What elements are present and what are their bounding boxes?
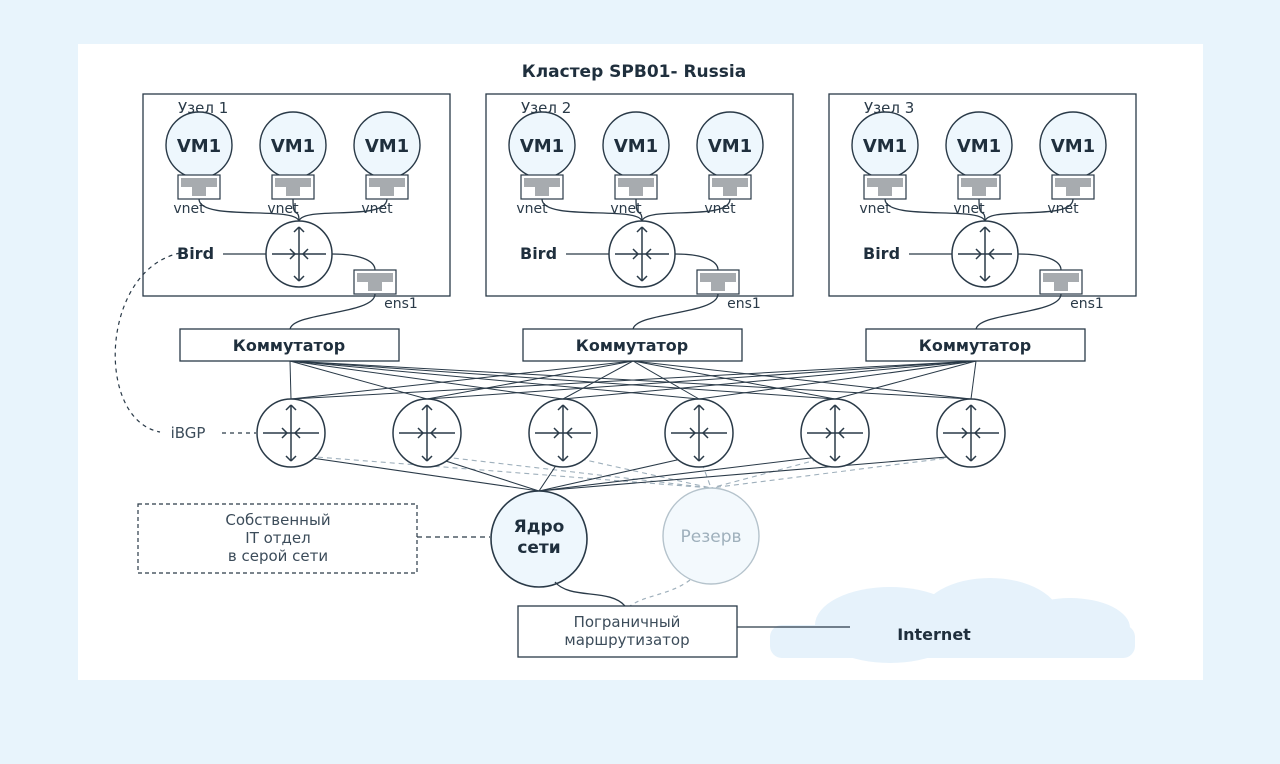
vnet-link [978, 198, 986, 223]
vm-label: VM1 [1051, 136, 1095, 157]
spine-router-icon-6 [936, 398, 1006, 468]
core-label-1: Ядро [514, 517, 565, 537]
reserve-core [662, 487, 760, 585]
spine-router-icon-1 [256, 398, 326, 468]
ens-label: ens1 [1070, 296, 1104, 312]
vm-label: VM1 [708, 136, 752, 157]
bird-label: Bird [177, 244, 214, 263]
border-router [517, 605, 738, 658]
it-dept-line-3: в серой сети [228, 547, 328, 565]
reserve-link [290, 454, 712, 489]
border-router-line-1: Пограничный [574, 613, 681, 631]
spine-router-icon-5 [800, 398, 870, 468]
it-dept-line-2: IT отдел [245, 529, 310, 547]
vnet-label: vnet [267, 201, 299, 217]
vnet-link [984, 198, 1074, 223]
uplink [289, 293, 376, 331]
it-dept-line-1: Собственный [225, 511, 330, 529]
vnet-port [520, 174, 564, 200]
vnet-port [708, 174, 752, 200]
network-core [490, 490, 588, 588]
ens-port [696, 269, 740, 295]
vnet-label: vnet [953, 201, 985, 217]
ens-port [353, 269, 397, 295]
ibgp-label: iBGP [171, 424, 206, 442]
vnet-link [884, 198, 986, 223]
ens-label: ens1 [727, 296, 761, 312]
uplink [975, 293, 1062, 331]
border-router-line-2: маршрутизатор [564, 631, 689, 649]
core-label-2: сети [517, 538, 560, 558]
reserve-router-link [629, 579, 691, 607]
vnet-port [271, 174, 315, 200]
it-dept-box [137, 503, 418, 574]
vnet-port [177, 174, 221, 200]
spine-router-icon-3 [528, 398, 598, 468]
vnet-port [365, 174, 409, 200]
bird-label: Bird [520, 244, 557, 263]
spine-router-icon-2 [392, 398, 462, 468]
vnet-label: vnet [173, 201, 205, 217]
vm-label: VM1 [271, 136, 315, 157]
cluster-title: Кластер SPB01- Russia [522, 62, 746, 82]
network-diagram: Кластер SPB01- Russia Узел 1VM1vnetVM1vn… [114, 62, 1137, 663]
core-router-link [554, 581, 626, 607]
core-link [538, 454, 700, 492]
vm-label: VM1 [365, 136, 409, 157]
vnet-link [198, 198, 300, 223]
vnet-label: vnet [610, 201, 642, 217]
reserve-link [562, 454, 712, 489]
vnet-label: vnet [859, 201, 891, 217]
core-link [538, 454, 836, 492]
switch-1: Коммутатор [179, 328, 400, 362]
vm-label: VM1 [614, 136, 658, 157]
vm-label: VM1 [177, 136, 221, 157]
vnet-port [1051, 174, 1095, 200]
ens-port [1039, 269, 1083, 295]
vnet-port [957, 174, 1001, 200]
reserve-link [698, 454, 712, 489]
vnet-link [541, 198, 643, 223]
fabric-mesh [289, 360, 977, 400]
vnet-link [641, 198, 731, 223]
internet-cloud [770, 578, 1135, 663]
ibgp-link [114, 252, 181, 433]
vnet-label: vnet [516, 201, 548, 217]
core-link [538, 454, 972, 492]
switch-label: Коммутатор [919, 336, 1031, 355]
vm-label: VM1 [520, 136, 564, 157]
node-router-icon [265, 220, 333, 288]
reserve-link [426, 454, 712, 489]
vnet-port [863, 174, 907, 200]
vnet-link [292, 198, 300, 223]
node-router-icon [951, 220, 1019, 288]
ens-label: ens1 [384, 296, 418, 312]
spine-router-icon-4 [664, 398, 734, 468]
uplink [632, 293, 719, 331]
vm-label: VM1 [863, 136, 907, 157]
switch-3: Коммутатор [865, 328, 1086, 362]
vnet-link [298, 198, 388, 223]
internet-label: Internet [897, 625, 971, 644]
vm-label: VM1 [957, 136, 1001, 157]
vnet-port [614, 174, 658, 200]
node-router-icon [608, 220, 676, 288]
reserve-label: Резерв [680, 527, 741, 547]
core-link [290, 454, 540, 492]
switch-label: Коммутатор [576, 336, 688, 355]
switch-label: Коммутатор [233, 336, 345, 355]
bird-label: Bird [863, 244, 900, 263]
switch-2: Коммутатор [522, 328, 743, 362]
vnet-link [635, 198, 643, 223]
reserve-link [710, 454, 972, 489]
